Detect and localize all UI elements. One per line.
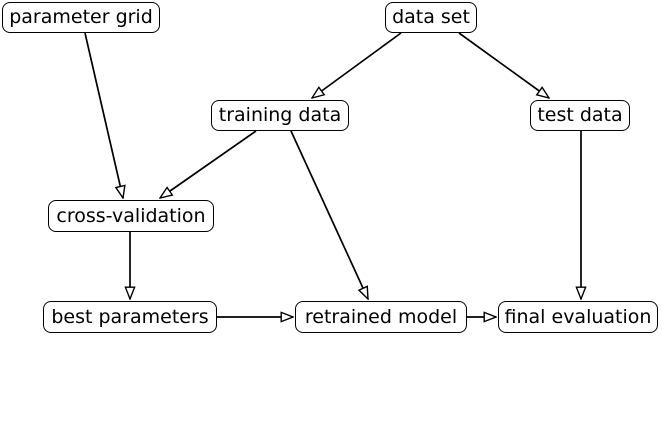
node-cross-validation-label: cross-validation [56, 204, 206, 227]
node-cross-validation: cross-validation [48, 200, 214, 232]
arrow-training-data-to-cross-validation [160, 130, 257, 198]
node-training-data: training data [211, 100, 349, 131]
arrow-parameter-grid-to-cross-validation [84, 32, 123, 198]
arrow-training-data-to-retrained-model [290, 130, 368, 299]
node-retrained-model: retrained model [295, 301, 467, 333]
node-parameter-grid-label: parameter grid [9, 6, 153, 28]
node-test-data-label: test data [537, 104, 623, 126]
node-test-data: test data [530, 100, 630, 131]
node-parameter-grid: parameter grid [2, 2, 160, 33]
arrow-data-set-to-test-data [458, 32, 549, 98]
node-data-set-label: data set [392, 6, 470, 28]
node-retrained-model-label: retrained model [304, 305, 458, 328]
node-data-set: data set [385, 2, 477, 33]
arrow-data-set-to-training-data [312, 32, 402, 98]
node-final-evaluation-label: final evaluation [504, 305, 652, 328]
node-best-parameters: best parameters [43, 301, 217, 333]
node-final-evaluation: final evaluation [498, 301, 658, 333]
node-best-parameters-label: best parameters [51, 305, 209, 328]
node-training-data-label: training data [218, 104, 342, 126]
